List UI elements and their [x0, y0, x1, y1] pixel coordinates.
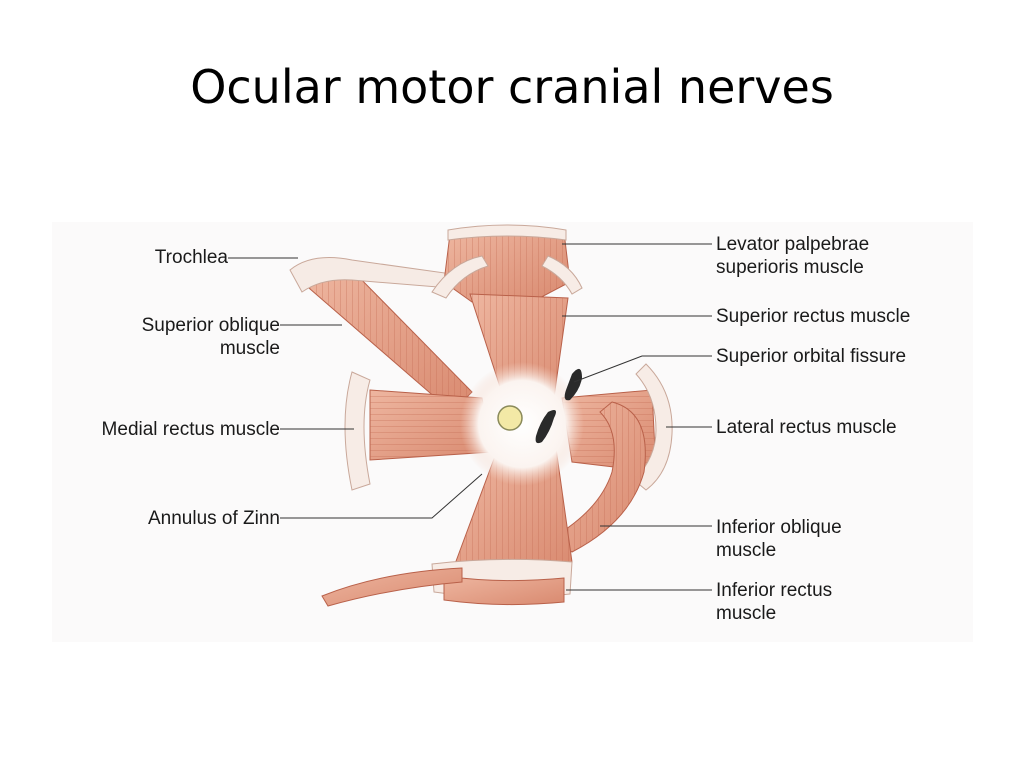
- levator-palpebrae-muscle: [431, 224, 583, 303]
- label-inferior-oblique-line2: muscle: [716, 540, 777, 561]
- leader-annulus: [280, 473, 483, 519]
- orbital-muscles-diagram: Trochlea Superior oblique muscle Medial …: [52, 222, 973, 642]
- label-superior-orbital-fissure: Superior orbital fissure: [716, 346, 907, 367]
- label-superior-oblique: Superior oblique muscle: [142, 314, 280, 360]
- label-inferior-rectus-line2: muscle: [716, 603, 777, 624]
- orbital-muscles-illustration: [228, 224, 712, 607]
- slide-title: Ocular motor cranial nerves: [190, 60, 834, 114]
- label-trochlea: Trochlea: [154, 247, 228, 268]
- label-inferior-rectus-line1: Inferior rectus: [716, 580, 833, 601]
- label-levator-line2: superioris muscle: [716, 257, 864, 278]
- annulus-of-zinn: [460, 362, 584, 486]
- label-lateral-rectus: Lateral rectus muscle: [716, 417, 897, 438]
- label-superior-oblique-line1: Superior oblique: [141, 315, 280, 336]
- label-inferior-rectus: Inferior rectus muscle: [716, 579, 832, 625]
- leader-lines: [228, 243, 712, 591]
- optic-canal: [497, 405, 523, 431]
- label-levator: Levator palpebrae superioris muscle: [716, 233, 869, 279]
- inferior-tendon: [321, 567, 463, 607]
- label-annulus-of-zinn: Annulus of Zinn: [147, 508, 280, 529]
- leader-orbital-fissure: [573, 355, 712, 383]
- label-levator-line1: Levator palpebrae: [716, 234, 870, 255]
- label-inferior-oblique-line1: Inferior oblique: [716, 517, 842, 538]
- inferior-oblique-muscle: [551, 401, 646, 553]
- label-medial-rectus: Medial rectus muscle: [101, 419, 280, 440]
- label-superior-rectus: Superior rectus muscle: [716, 306, 911, 327]
- superior-orbital-fissure: [535, 368, 582, 444]
- label-inferior-oblique: Inferior oblique muscle: [716, 516, 842, 562]
- medial-rectus-muscle: [344, 371, 493, 491]
- label-superior-oblique-line2: muscle: [219, 338, 280, 359]
